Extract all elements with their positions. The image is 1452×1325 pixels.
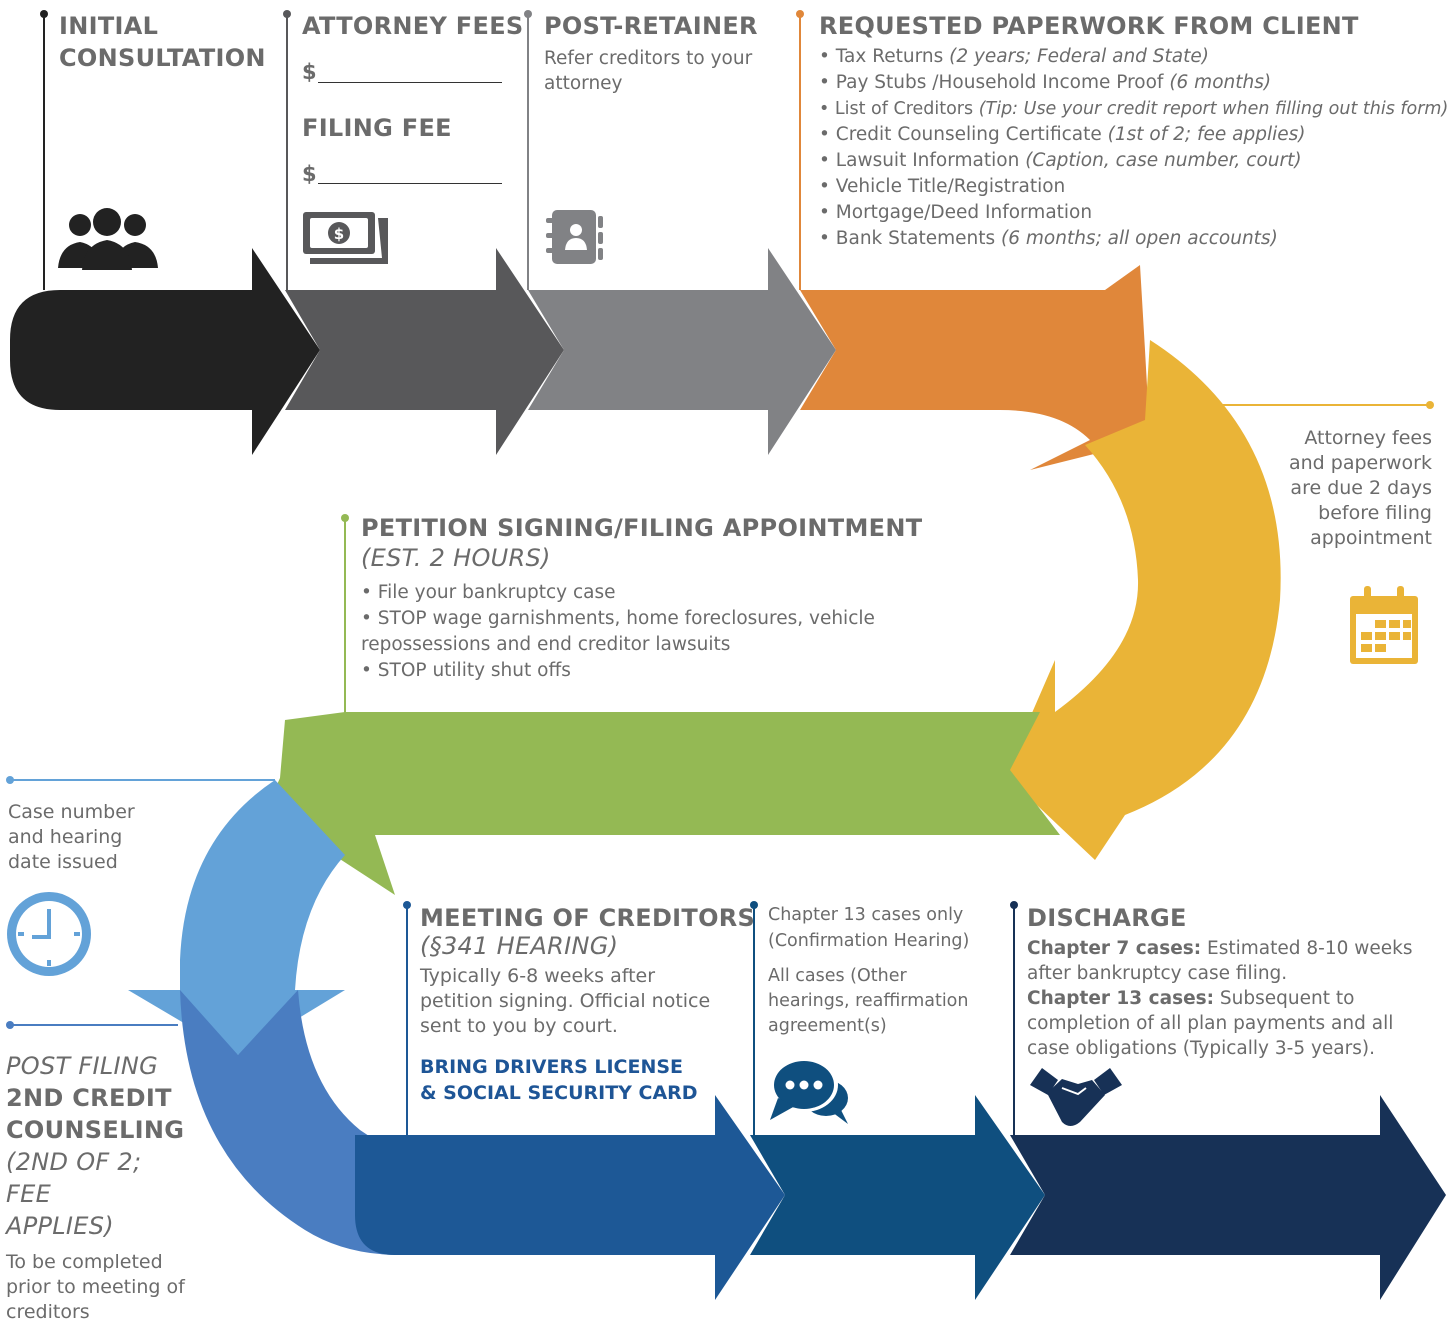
meeting-bring-line2: & SOCIAL SECURITY CARD bbox=[420, 1082, 698, 1104]
post-filing-line4: (2ND OF 2; FEE bbox=[6, 1148, 142, 1208]
post-filing-line3: COUNSELING bbox=[6, 1116, 185, 1144]
discharge-title: DISCHARGE bbox=[1027, 904, 1187, 932]
hearings-block: Chapter 13 cases only (Confirmation Hear… bbox=[768, 902, 998, 1039]
initial-consultation-line1: INITIAL bbox=[59, 12, 159, 40]
connector-lines bbox=[10, 14, 1430, 1135]
paperwork-item: Mortgage/Deed Information bbox=[819, 200, 1448, 226]
petition-item: STOP wage garnishments, home foreclosure… bbox=[361, 606, 921, 658]
discharge-ch13-text: Subsequent to completion of all plan pay… bbox=[1027, 988, 1394, 1059]
paperwork-item: Tax Returns (2 years; Federal and State) bbox=[819, 44, 1448, 70]
post-filing-line1: POST FILING bbox=[6, 1052, 159, 1080]
people-icon bbox=[58, 208, 158, 270]
arrow-segment-teal-blue bbox=[750, 1095, 1045, 1300]
arrow-segment-green bbox=[270, 712, 1060, 895]
paperwork-item: Lawsuit Information (Caption, case numbe… bbox=[819, 148, 1448, 174]
handshake-icon bbox=[1030, 1068, 1122, 1126]
attorney-fees-title: ATTORNEY FEES bbox=[302, 12, 524, 40]
arrow-segment-black bbox=[10, 248, 320, 455]
discharge-ch7-label: Chapter 7 cases: bbox=[1027, 938, 1202, 959]
petition-title: PETITION SIGNING/FILING APPOINTMENT bbox=[361, 514, 923, 542]
discharge-ch13-label: Chapter 13 cases: bbox=[1027, 988, 1215, 1009]
initial-consultation-line2: CONSULTATION bbox=[59, 44, 266, 72]
filing-fee-title: FILING FEE bbox=[302, 114, 452, 142]
paperwork-item: List of Creditors (Tip: Use your credit … bbox=[819, 96, 1448, 122]
arrow-segment-navy bbox=[1010, 1095, 1446, 1300]
initial-consultation-title: INITIAL CONSULTATION bbox=[59, 10, 266, 74]
arrow-segment-dark-blue bbox=[355, 1095, 785, 1300]
discharge-text: Chapter 7 cases: Estimated 8-10 weeks af… bbox=[1027, 936, 1437, 1061]
post-filing-line5: APPLIES) bbox=[6, 1212, 114, 1240]
arrow-segment-light-blue bbox=[128, 780, 345, 1055]
paperwork-item: Pay Stubs /Household Income Proof (6 mon… bbox=[819, 70, 1448, 96]
calendar-icon bbox=[1350, 586, 1418, 664]
meeting-text: Typically 6-8 weeks after petition signi… bbox=[420, 965, 711, 1037]
petition-item: File your bankruptcy case bbox=[361, 580, 921, 606]
hearings-text: All cases (Other hearings, reaffirmation… bbox=[768, 966, 969, 1036]
arrow-segment-yellow bbox=[1005, 340, 1281, 860]
paperwork-list: Tax Returns (2 years; Federal and State)… bbox=[819, 44, 1448, 252]
petition-item: STOP utility shut offs bbox=[361, 658, 921, 684]
paperwork-title: REQUESTED PAPERWORK FROM CLIENT bbox=[819, 12, 1359, 40]
meeting-subtitle: (§341 HEARING) bbox=[420, 932, 619, 960]
petition-list: File your bankruptcy case STOP wage garn… bbox=[361, 580, 921, 684]
connector-dots bbox=[6, 10, 1434, 1029]
meeting-bring-note: BRING DRIVERS LICENSE & SOCIAL SECURITY … bbox=[420, 1054, 698, 1106]
discharge-ch7-text: Estimated 8-10 weeks after bankruptcy ca… bbox=[1027, 938, 1413, 984]
paperwork-item: Bank Statements (6 months; all open acco… bbox=[819, 226, 1448, 252]
arrow-segment-orange bbox=[800, 265, 1150, 470]
address-book-icon bbox=[546, 210, 603, 264]
attorney-fees-blank-line bbox=[318, 82, 502, 83]
clock-icon bbox=[7, 892, 91, 976]
paperwork-item: Vehicle Title/Registration bbox=[819, 174, 1448, 200]
petition-subtitle: (EST. 2 HOURS) bbox=[361, 544, 551, 572]
svg-text:$: $ bbox=[334, 225, 344, 243]
meeting-bring-line1: BRING DRIVERS LICENSE bbox=[420, 1056, 684, 1078]
filing-fee-dollar: $ bbox=[302, 162, 317, 186]
hearings-line2: (Confirmation Hearing) bbox=[768, 931, 970, 951]
hearings-line1: Chapter 13 cases only bbox=[768, 905, 964, 925]
case-number-note: Case number and hearing date issued bbox=[8, 801, 135, 873]
post-filing-text: To be completed prior to meeting of cred… bbox=[6, 1251, 185, 1323]
arrow-segment-mid-gray bbox=[528, 248, 836, 455]
post-filing-line2: 2ND CREDIT bbox=[6, 1084, 172, 1112]
money-icon: $ bbox=[303, 212, 388, 264]
post-retainer-text: Refer creditors to your attorney bbox=[544, 48, 753, 94]
meeting-title: MEETING OF CREDITORS bbox=[420, 904, 756, 932]
chat-icon bbox=[770, 1058, 848, 1124]
post-filing-block: POST FILING 2ND CREDIT COUNSELING (2ND O… bbox=[6, 1050, 191, 1325]
paperwork-item: Credit Counseling Certificate (1st of 2;… bbox=[819, 122, 1448, 148]
fees-due-note: Attorney fees and paperwork are due 2 da… bbox=[1288, 427, 1432, 549]
filing-fee-blank-line bbox=[318, 183, 502, 184]
arrow-segment-dark-gray bbox=[285, 248, 564, 455]
post-retainer-title: POST-RETAINER bbox=[544, 12, 758, 40]
attorney-fees-dollar: $ bbox=[302, 60, 317, 84]
